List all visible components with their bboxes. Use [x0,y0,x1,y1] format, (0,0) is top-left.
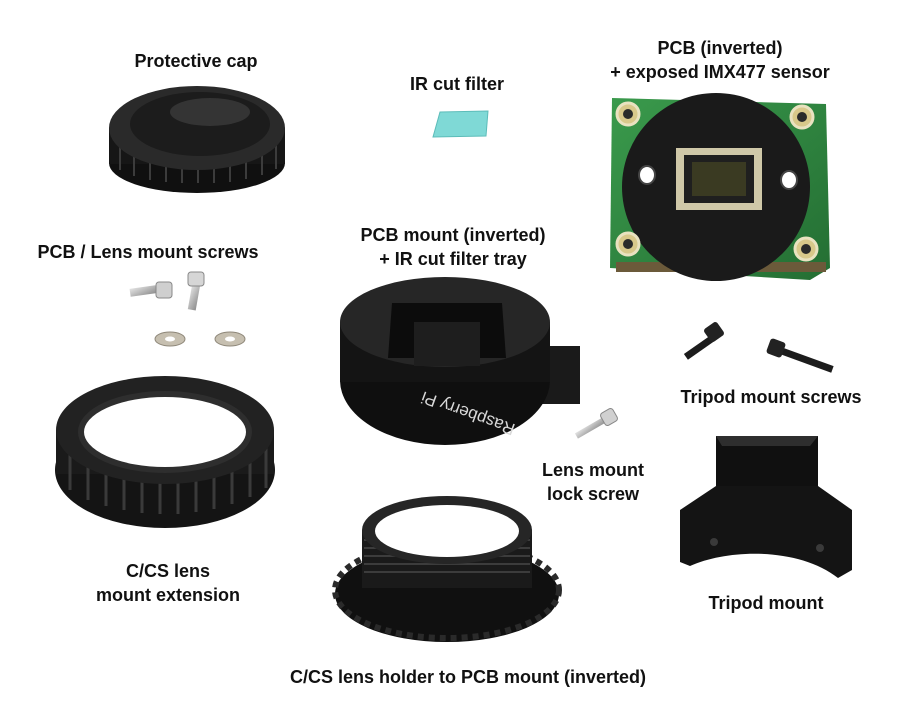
protective-cap [109,86,285,193]
label-extension-line1: C/CS lens [125,561,211,581]
label-pcb-lens-mount-screws: PCB / Lens mount screws [37,242,259,262]
label-lock-screw-line2: lock screw [546,484,640,504]
label-pcb-mount-line1: PCB mount (inverted) [360,225,546,245]
lens-mount-lock-screw [574,408,618,439]
label-pcb-line1: PCB (inverted) [657,38,783,58]
cs-lens-holder [332,496,562,642]
label-cs-lens-holder: C/CS lens holder to PCB mount (inverted) [289,667,647,687]
label-protective-cap: Protective cap [134,51,258,71]
label-pcb-line2: + exposed IMX477 sensor [610,62,830,82]
pcb-lens-mount-screws [129,271,246,347]
tripod-mount-screws [683,322,834,373]
label-pcb: PCB (inverted) + exposed IMX477 sensor [580,36,860,84]
label-pcb-mount-line2: + IR cut filter tray [379,249,527,269]
tripod-mount-part [680,436,852,578]
label-ir-cut-filter: IR cut filter [409,74,504,94]
label-tripod-mount: Tripod mount [708,593,824,613]
pcb-mount [340,277,580,445]
label-extension-line2: mount extension [95,585,240,605]
pcb-board [610,93,830,281]
label-lock-screw-line1: Lens mount [542,460,644,480]
label-cs-lens-mount-extension: C/CS lens mount extension [73,559,263,607]
label-tripod-mount-screws: Tripod mount screws [680,387,862,407]
label-lens-mount-lock-screw: Lens mount lock screw [520,458,666,506]
label-pcb-mount: PCB mount (inverted) + IR cut filter tra… [333,223,573,271]
ir-cut-filter [432,110,489,138]
cs-lens-mount-extension [55,376,275,528]
